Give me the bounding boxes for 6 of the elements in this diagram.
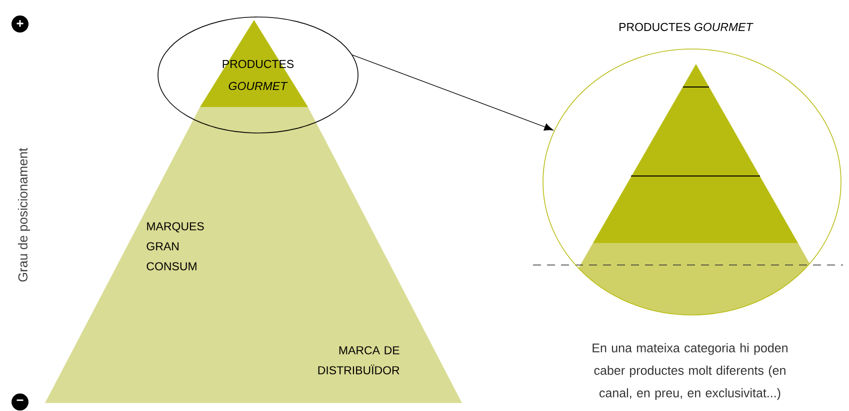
node-label: PRODUCTES GOURMET	[620, 22, 754, 32]
segment-label: MARQUES GRAN CONSUM	[146, 222, 204, 270]
axis-label: Grau de posicionament	[18, 148, 30, 282]
segment-label: MARCA DE DISTRIBUÏDOR	[318, 346, 400, 374]
arrow	[352, 54, 554, 131]
note-text: En una mateixa categoria hi poden caber productes molt diferents (en canal, en preu, en exclusivitat...)	[592, 343, 788, 400]
